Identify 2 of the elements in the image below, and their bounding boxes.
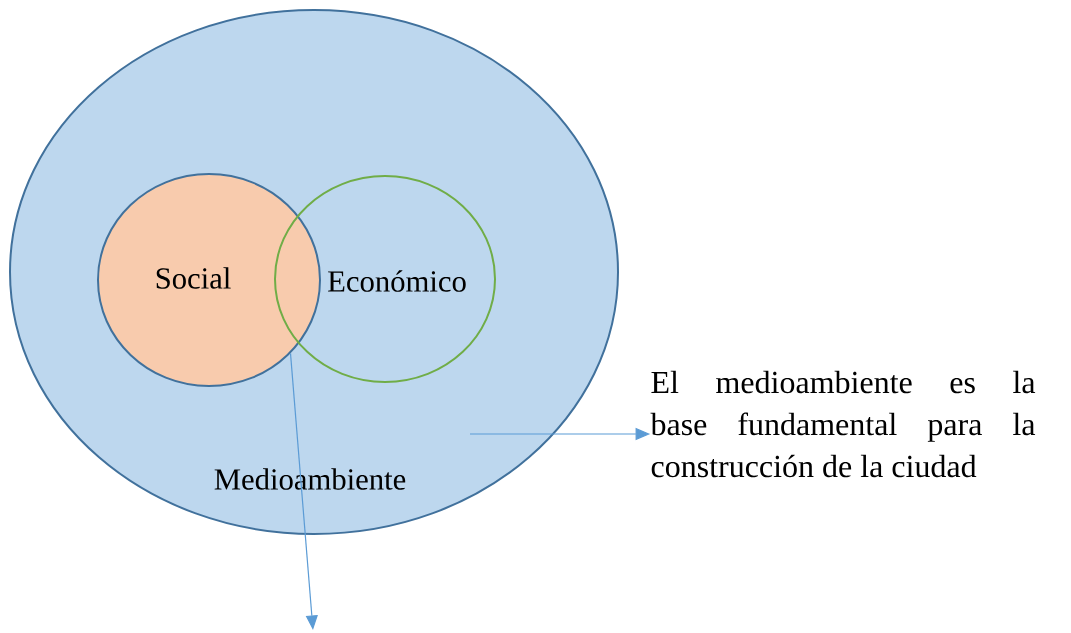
arrow: [289, 352, 318, 630]
caption-text: El medioambiente es la base fundamental para la construcción de la ciudad: [650, 370, 1036, 478]
